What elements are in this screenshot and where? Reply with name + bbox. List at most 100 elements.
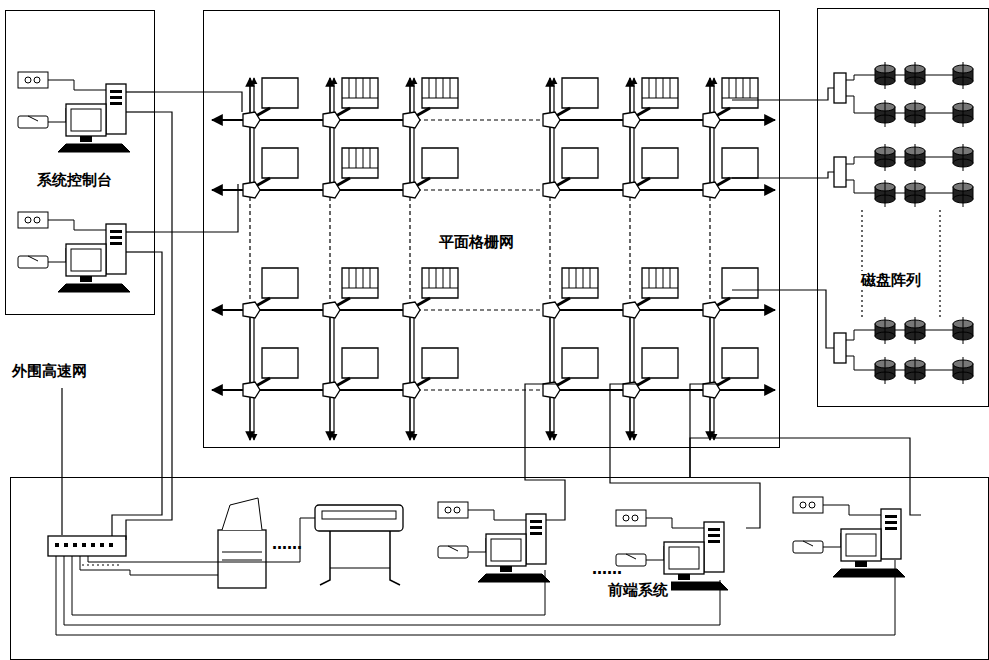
modem-box: [632, 515, 638, 521]
grid-link: [253, 78, 254, 190]
disk-spindle: [915, 62, 916, 89]
router-link: [716, 108, 730, 116]
pc-monitor: [855, 561, 867, 567]
grid-link: [553, 78, 554, 190]
disk-spindle: [915, 357, 916, 384]
memory-bar: [670, 268, 671, 288]
connector: [780, 99, 817, 100]
router-node: [623, 112, 640, 128]
grid-link: [249, 190, 250, 310]
cable: [823, 505, 881, 515]
connector: [155, 252, 162, 477]
pc-tower: [110, 102, 122, 105]
wire-line: [817, 172, 834, 178]
drive-box: [18, 116, 48, 128]
router-link: [416, 108, 430, 116]
router-node: [243, 302, 260, 318]
pc-tower: [530, 526, 542, 529]
router-node: [543, 302, 560, 318]
region-panel: 磁盘阵列: [817, 8, 989, 407]
grid-link: [409, 190, 410, 310]
pc-tower: [704, 522, 724, 572]
memory-bar: [363, 268, 364, 288]
plotter: [315, 505, 403, 531]
network-hub: [109, 543, 113, 547]
wire-line: [732, 289, 780, 290]
memory-bar: [656, 268, 657, 288]
memory-bar: [422, 98, 458, 99]
drive-box: [793, 541, 823, 553]
router-link: [336, 298, 350, 306]
pc-tower: [110, 242, 122, 245]
wire-line: [126, 111, 155, 112]
connector: [524, 448, 525, 477]
router-link: [716, 378, 730, 386]
router-link: [256, 378, 270, 386]
router-link: [636, 378, 650, 386]
pc-tower: [526, 514, 546, 564]
pc-tower: [885, 521, 897, 524]
disk-spindle: [963, 144, 964, 171]
grid-link: [549, 190, 550, 310]
grid-link: [633, 310, 634, 440]
modem-box: [445, 507, 451, 513]
router-node: [403, 382, 420, 398]
disk-spindle: [915, 180, 916, 207]
memory-bar: [642, 98, 678, 99]
grid-link: [333, 78, 334, 190]
processor-box: [422, 148, 458, 178]
drive-box: [18, 256, 48, 268]
connector: [609, 448, 610, 477]
router-link: [336, 378, 350, 386]
network-hub: [55, 543, 59, 547]
processor-box: [722, 348, 758, 378]
processor-box: [422, 78, 458, 108]
pc-monitor: [841, 529, 881, 561]
pc-tower: [110, 96, 122, 99]
memory-bar: [670, 78, 671, 98]
disk-spindle: [963, 180, 964, 207]
router-link: [416, 178, 430, 186]
memory-bar: [436, 78, 437, 98]
memory-bar: [642, 288, 678, 289]
cable: [48, 108, 66, 122]
pc-monitor: [71, 109, 101, 131]
drive-box: [438, 546, 468, 558]
processor-box: [262, 148, 298, 178]
drive-box: [803, 541, 813, 546]
router-node: [623, 182, 640, 198]
disk-spindle: [963, 62, 964, 89]
router-node: [543, 182, 560, 198]
plotter: [390, 531, 400, 585]
grid-link: [253, 310, 254, 440]
cable: [48, 220, 106, 230]
router-node: [323, 382, 340, 398]
router-link: [556, 378, 570, 386]
memory-bar: [443, 78, 444, 98]
grid-link: [553, 310, 554, 440]
wire-line: [732, 99, 780, 100]
drive-box: [448, 546, 458, 551]
router-node: [403, 302, 420, 318]
router-node: [403, 182, 420, 198]
memory-bar: [656, 78, 657, 98]
router-node: [323, 182, 340, 198]
ellipsis-dots: [82, 564, 120, 565]
grid-link: [409, 78, 411, 190]
pc-monitor: [71, 249, 101, 271]
label-text: ……: [592, 560, 622, 578]
drive-box: [28, 256, 38, 261]
grid-link: [410, 309, 550, 310]
pc-monitor: [664, 542, 704, 574]
disk-spindle: [963, 357, 964, 384]
region-panel: 系统控制台: [5, 10, 155, 315]
memory-bar: [663, 268, 664, 288]
printer: [222, 560, 262, 561]
modem-box: [454, 507, 460, 513]
router-link: [636, 178, 650, 186]
processor-box: [642, 268, 678, 298]
bus-line: [64, 556, 720, 625]
plotter: [320, 531, 330, 585]
processor-box: [642, 78, 678, 108]
network-hub: [64, 543, 68, 547]
